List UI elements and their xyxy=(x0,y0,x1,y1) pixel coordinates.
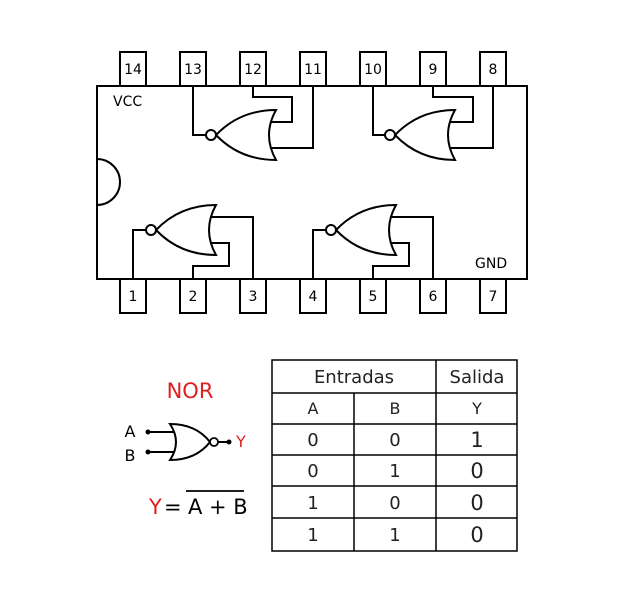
cell-b: 1 xyxy=(389,525,400,546)
gnd-label: GND xyxy=(475,256,507,272)
nor-symbol: NOR A B Y Y = A + B xyxy=(125,379,248,519)
pin-labels-bottom: 1 2 3 4 5 6 7 xyxy=(129,289,498,305)
pin-label-4: 4 xyxy=(309,289,318,305)
inversion-bubble xyxy=(205,129,217,141)
gate-bottom-left xyxy=(132,203,254,279)
pin-label-13: 13 xyxy=(184,62,202,78)
header-salida: Salida xyxy=(450,367,505,388)
pin-label-6: 6 xyxy=(429,289,438,305)
top-pins xyxy=(119,51,507,87)
pin-label-7: 7 xyxy=(489,289,498,305)
cell-y: 0 xyxy=(470,491,483,515)
ic-chip: 14 13 12 11 10 9 8 1 2 3 4 5 6 7 VCC GND xyxy=(96,51,528,314)
cell-a: 0 xyxy=(307,461,318,482)
pin-1 xyxy=(119,278,147,314)
pin-label-3: 3 xyxy=(249,289,258,305)
cell-a: 0 xyxy=(307,430,318,451)
cell-a: 1 xyxy=(307,493,318,514)
equation-equals: = xyxy=(164,495,182,519)
input-b-label: B xyxy=(125,446,136,465)
output-dot xyxy=(226,439,232,445)
equation-y: Y xyxy=(148,495,162,519)
table-row: 0 1 0 xyxy=(307,459,483,483)
equation-rhs: A + B xyxy=(188,495,248,519)
pin-label-1: 1 xyxy=(129,289,138,305)
cell-b: 0 xyxy=(389,430,400,451)
cell-y: 1 xyxy=(470,428,483,452)
pin-label-14: 14 xyxy=(124,62,142,78)
inversion-bubble xyxy=(325,224,337,236)
output-bubble xyxy=(209,437,219,447)
pin-6 xyxy=(419,278,447,314)
pin-9 xyxy=(419,51,447,87)
cell-a: 1 xyxy=(307,525,318,546)
nor-gate-icon xyxy=(168,422,212,462)
truth-table: Entradas Salida A B Y 0 0 1 0 1 0 1 0 0 … xyxy=(271,359,518,552)
output-label: Y xyxy=(235,432,246,451)
cell-y: 0 xyxy=(470,459,483,483)
column-a: A xyxy=(308,399,319,418)
pin-labels-top: 14 13 12 11 10 9 8 xyxy=(124,62,497,78)
cell-b: 1 xyxy=(389,461,400,482)
pin-label-12: 12 xyxy=(244,62,262,78)
header-entradas: Entradas xyxy=(314,367,394,388)
pin-2 xyxy=(179,278,207,314)
pin-5 xyxy=(359,278,387,314)
pin-11 xyxy=(299,51,327,87)
inversion-bubble xyxy=(384,129,396,141)
table-row: 1 1 0 xyxy=(307,523,483,547)
column-b: B xyxy=(390,399,401,418)
gate-bottom-right xyxy=(312,203,434,279)
nor-title: NOR xyxy=(167,379,214,403)
gate-top-right xyxy=(372,86,494,162)
pin-label-8: 8 xyxy=(489,62,498,78)
pin-4 xyxy=(299,278,327,314)
column-y: Y xyxy=(471,399,482,418)
input-a-label: A xyxy=(125,422,136,441)
table-row: 0 0 1 xyxy=(307,428,483,452)
cell-y: 0 xyxy=(470,523,483,547)
cell-b: 0 xyxy=(389,493,400,514)
table-row: 1 0 0 xyxy=(307,491,483,515)
inversion-bubble xyxy=(145,224,157,236)
pin-label-9: 9 xyxy=(429,62,438,78)
gate-top-left xyxy=(192,86,314,162)
vcc-label: VCC xyxy=(113,94,142,110)
chip-notch xyxy=(96,158,121,206)
pin-label-2: 2 xyxy=(189,289,198,305)
pin-label-5: 5 xyxy=(369,289,378,305)
pin-label-11: 11 xyxy=(304,62,322,78)
pin-label-10: 10 xyxy=(364,62,382,78)
